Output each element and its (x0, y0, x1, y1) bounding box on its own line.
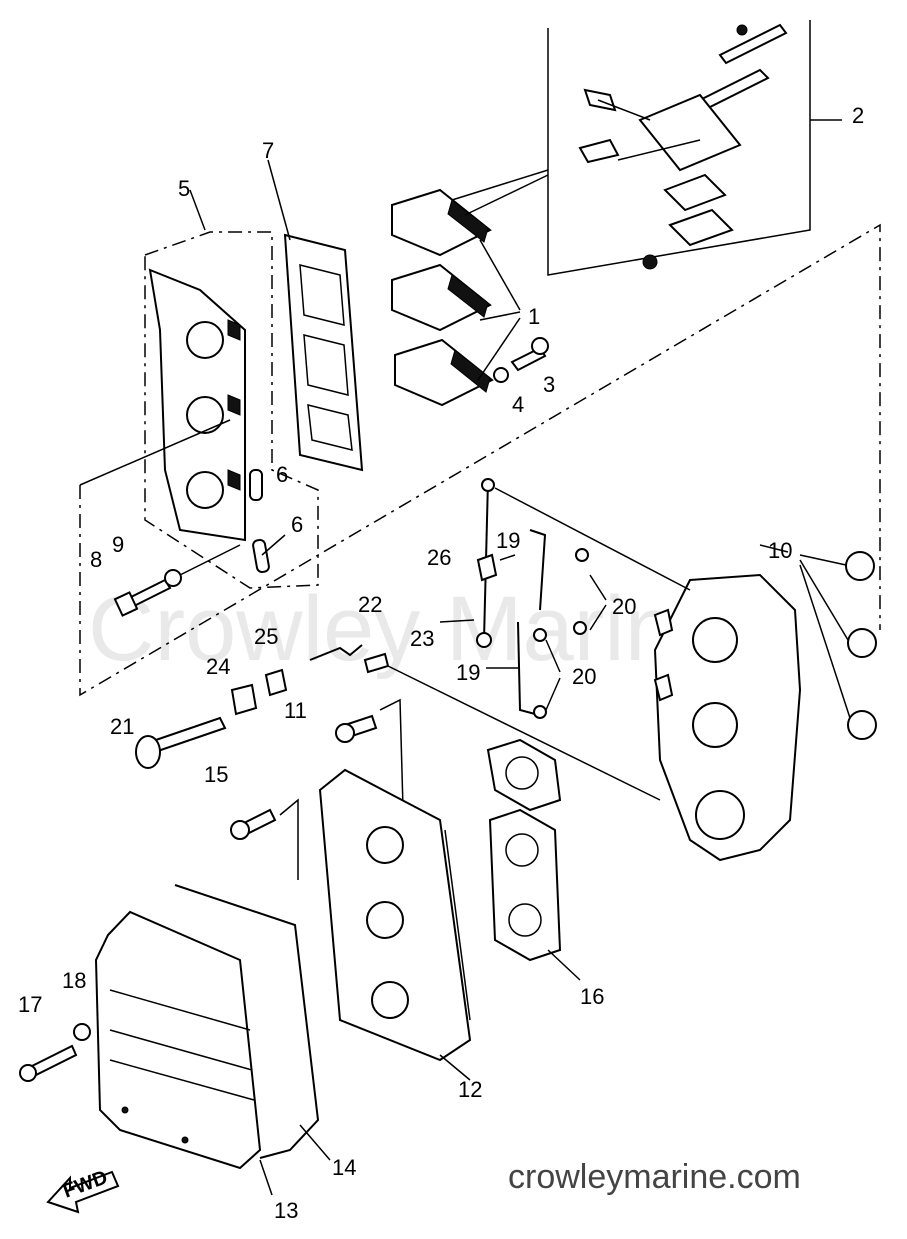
label-10: 10 (768, 538, 792, 563)
label-20a: 20 (612, 594, 636, 619)
forward-arrow: FWD (46, 1166, 120, 1214)
label-23: 23 (410, 626, 434, 651)
reed-valve-detail-group (547, 20, 842, 276)
label-12: 12 (458, 1077, 482, 1102)
site-url: crowleymarine.com (508, 1158, 801, 1196)
silencer-cover (94, 910, 273, 1196)
bolt-and-washer (113, 544, 241, 617)
label-4: 4 (512, 392, 524, 417)
label-16: 16 (580, 984, 604, 1009)
label-9: 9 (112, 532, 124, 557)
label-18: 18 (62, 968, 86, 993)
label-5: 5 (178, 176, 190, 201)
label-6a: 6 (276, 462, 288, 487)
label-8: 8 (90, 547, 102, 572)
label-15: 15 (204, 762, 228, 787)
label-11: 11 (284, 698, 307, 723)
carburetor-gaskets (486, 738, 581, 981)
label-22: 22 (358, 592, 382, 617)
label-13: 13 (274, 1198, 298, 1223)
label-17: 17 (18, 992, 42, 1017)
bolt-15 (230, 798, 299, 880)
label-1: 1 (528, 304, 540, 329)
silencer-gasket (174, 884, 320, 1159)
reed-valve-assemblies (391, 169, 549, 407)
carburetor-assembly (653, 551, 877, 862)
leader-lines (439, 544, 789, 711)
label-19b: 19 (456, 660, 480, 685)
label-2: 2 (852, 103, 864, 128)
intake-manifold (144, 189, 319, 589)
part-labels: 1 2 3 4 5 6 6 7 8 9 10 11 12 13 14 15 16… (18, 103, 864, 1223)
label-7: 7 (262, 138, 274, 163)
choke-parts (135, 644, 661, 801)
intake-gasket (267, 159, 364, 472)
label-24: 24 (206, 654, 230, 679)
label-25: 25 (254, 624, 278, 649)
label-26: 26 (427, 545, 451, 570)
label-21: 21 (110, 714, 134, 739)
label-19a: 19 (496, 528, 520, 553)
label-20b: 20 (572, 664, 596, 689)
label-3: 3 (543, 372, 555, 397)
linkage-rods (476, 478, 691, 719)
label-14: 14 (332, 1155, 356, 1180)
label-6b: 6 (291, 512, 303, 537)
assembly-boundary (79, 223, 881, 697)
silencer-plate (318, 768, 472, 1081)
silencer-bolt (19, 1023, 91, 1082)
watermark: Crowley Marine (88, 578, 727, 680)
